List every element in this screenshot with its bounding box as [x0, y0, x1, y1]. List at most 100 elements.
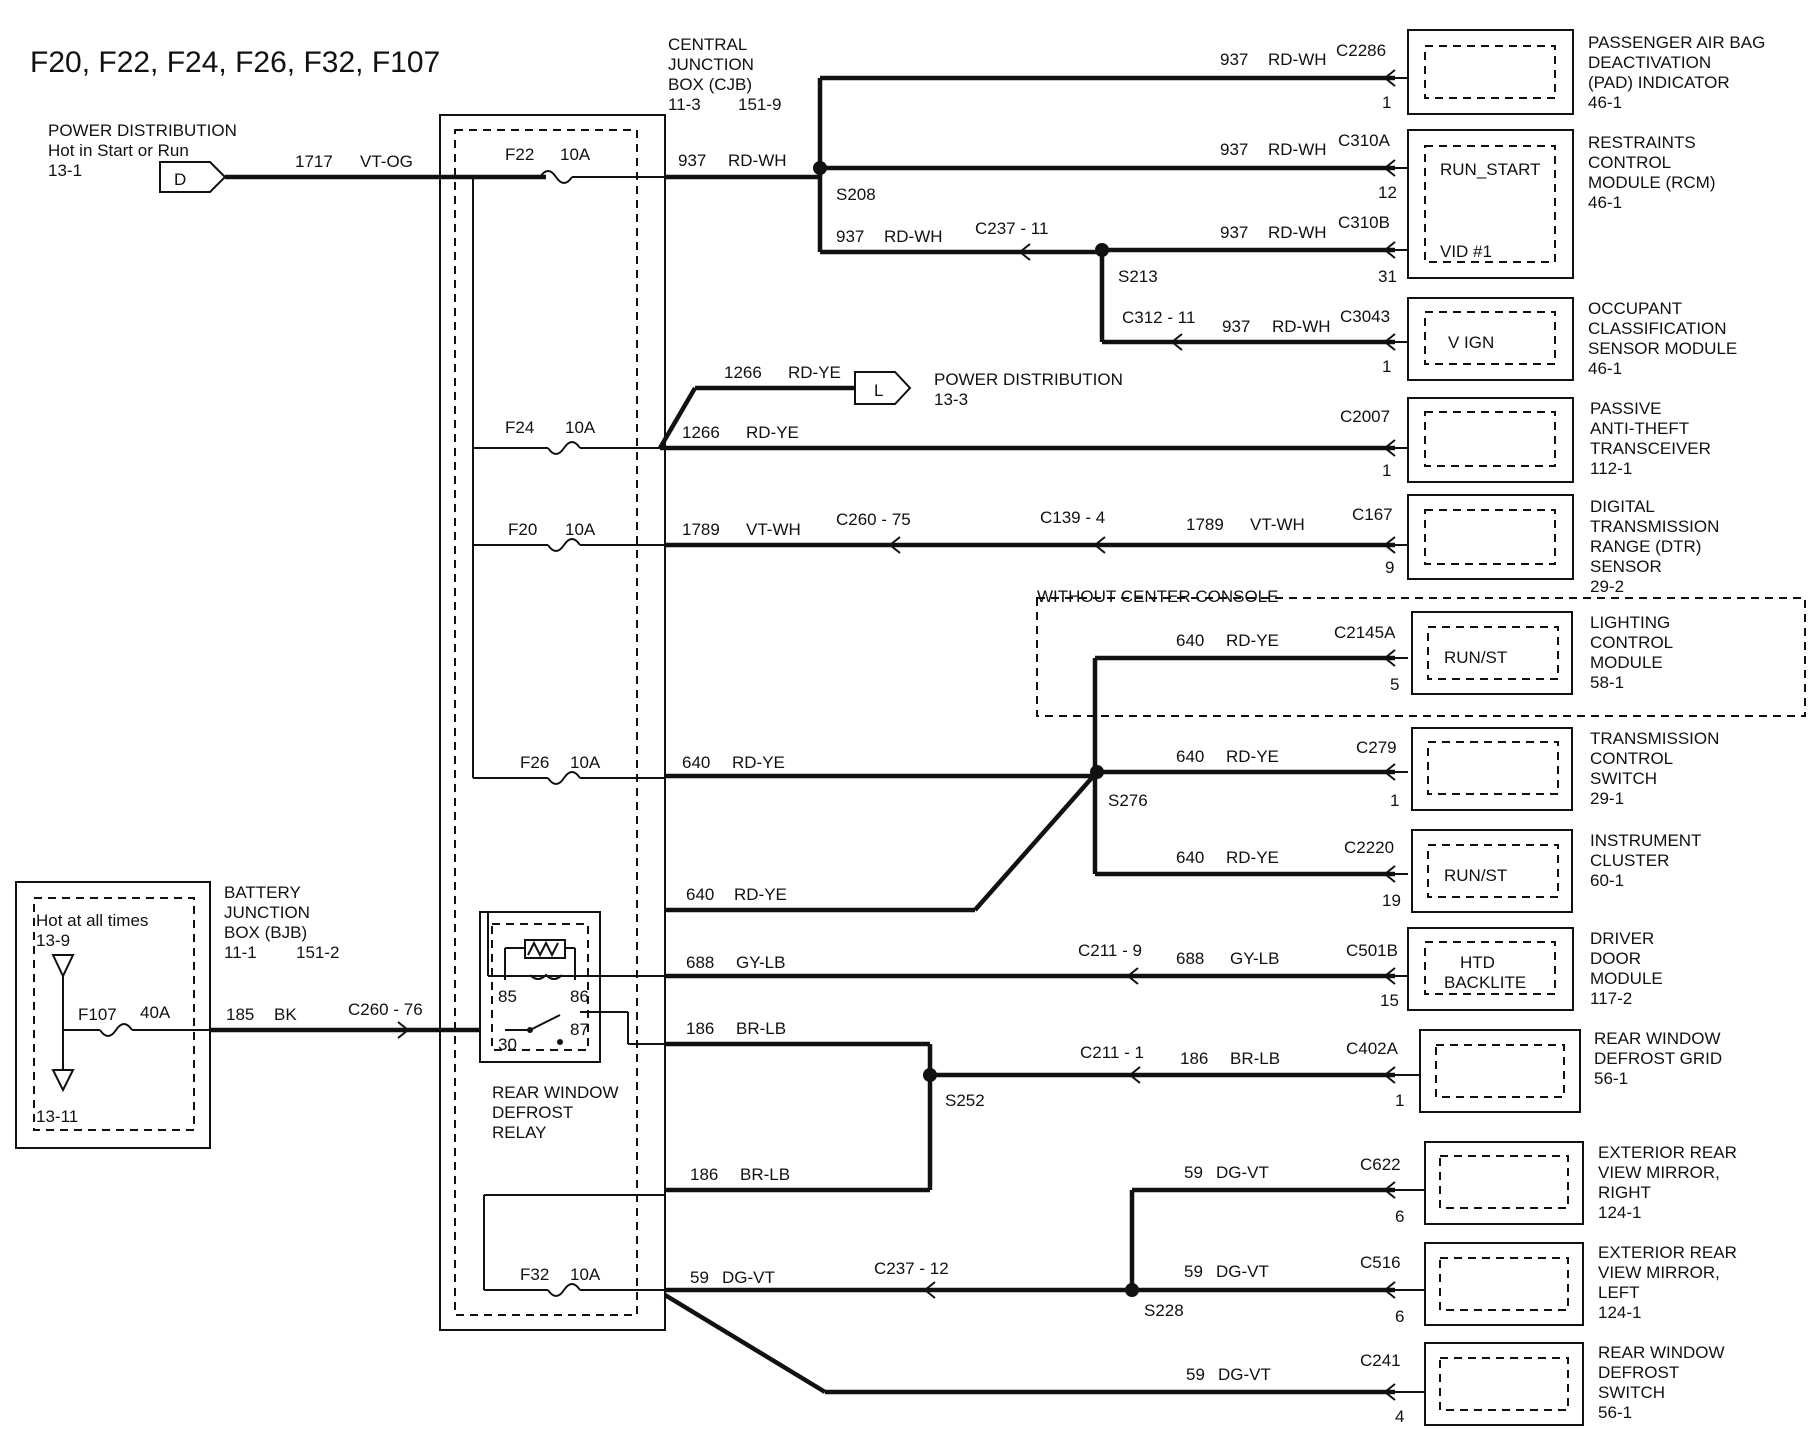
svg-text:RD-YE: RD-YE — [788, 363, 841, 382]
svg-text:C260 - 75: C260 - 75 — [836, 510, 911, 529]
rwdg-label: REAR WINDOW DEFROST GRID 56-1 — [1594, 1029, 1722, 1088]
svg-text:CONTROL: CONTROL — [1590, 633, 1673, 652]
splice-s213-label: S213 — [1118, 267, 1158, 286]
svg-text:HTD: HTD — [1460, 953, 1495, 972]
svg-text:C501B: C501B — [1346, 941, 1398, 960]
mirror-l-label: EXTERIOR REAR VIEW MIRROR, LEFT 124-1 — [1598, 1243, 1737, 1322]
ddm-label: DRIVER DOOR MODULE 117-2 — [1590, 929, 1663, 1008]
bjb-terminal-top — [51, 954, 75, 979]
svg-text:V IGN: V IGN — [1448, 333, 1494, 352]
fuse-f32-label: F32 — [520, 1265, 549, 1284]
svg-text:C402A: C402A — [1346, 1039, 1399, 1058]
svg-text:937: 937 — [1222, 317, 1250, 336]
svg-text:688: 688 — [1176, 949, 1204, 968]
svg-text:RD-WH: RD-WH — [1268, 140, 1327, 159]
svg-text:937: 937 — [678, 151, 706, 170]
mirror-r-label: EXTERIOR REAR VIEW MIRROR, RIGHT 124-1 — [1598, 1143, 1737, 1222]
device-lcm: RUN/ST — [1411, 611, 1573, 695]
device-rwds — [1424, 1342, 1584, 1426]
cjb-ref-2: 151-9 — [738, 95, 781, 114]
relay-outline — [479, 911, 601, 1063]
without-center-console-zone — [1036, 597, 1806, 717]
svg-text:DIGITAL: DIGITAL — [1590, 497, 1655, 516]
svg-text:5: 5 — [1390, 675, 1399, 694]
svg-text:59: 59 — [1184, 1262, 1203, 1281]
svg-text:REAR WINDOW: REAR WINDOW — [1598, 1343, 1725, 1362]
bjb-outline — [15, 881, 211, 1149]
connector-l-flag — [854, 371, 912, 405]
svg-text:29-2: 29-2 — [1590, 577, 1624, 596]
svg-text:DEACTIVATION: DEACTIVATION — [1588, 53, 1711, 72]
device-rcm: RUN_START VID #1 — [1407, 129, 1574, 279]
svg-text:9: 9 — [1385, 558, 1394, 577]
cjb-label-1: CENTRAL — [668, 35, 747, 54]
svg-text:RD-YE: RD-YE — [1226, 747, 1279, 766]
ic-label: INSTRUMENT CLUSTER 60-1 — [1590, 831, 1701, 890]
splice-s276-label: S276 — [1108, 791, 1148, 810]
svg-text:C310B: C310B — [1338, 213, 1390, 232]
fuse-f107-label: F107 — [78, 1005, 117, 1024]
svg-text:C237 - 11: C237 - 11 — [975, 219, 1048, 238]
svg-text:SWITCH: SWITCH — [1590, 769, 1657, 788]
splice-s252-label: S252 — [945, 1091, 985, 1110]
bjb-label-1: BATTERY — [224, 883, 301, 902]
relay-pin-87: 87 — [570, 1020, 589, 1039]
wire-185-connector: C260 - 76 — [348, 1000, 423, 1019]
svg-text:640: 640 — [1176, 631, 1204, 650]
bjb-ref-top: 13-9 — [36, 931, 70, 950]
tcs-label: TRANSMISSION CONTROL SWITCH 29-1 — [1590, 729, 1719, 808]
bjb-terminal-bottom — [51, 1069, 75, 1093]
device-mirror-l — [1424, 1242, 1584, 1326]
pats-label: PASSIVE ANTI-THEFT TRANSCEIVER 112-1 — [1590, 399, 1711, 478]
power-dist-ref: 13-1 — [48, 161, 82, 180]
svg-text:INSTRUMENT: INSTRUMENT — [1590, 831, 1701, 850]
svg-text:1: 1 — [1382, 461, 1391, 480]
svg-text:60-1: 60-1 — [1590, 871, 1624, 890]
fuse-f32-symbol — [547, 1283, 581, 1297]
cjb-ref-1: 11-3 — [668, 95, 701, 114]
svg-text:186: 186 — [690, 1165, 718, 1184]
wire-1717-color: VT-OG — [360, 152, 413, 171]
lcm-label: LIGHTING CONTROL MODULE 58-1 — [1590, 613, 1673, 692]
fuse-f32-rating: 10A — [570, 1265, 601, 1284]
svg-text:1: 1 — [1382, 357, 1391, 376]
device-tcs — [1411, 727, 1573, 811]
power-dist-l-label: POWER DISTRIBUTION — [934, 370, 1123, 389]
svg-text:RD-YE: RD-YE — [1226, 631, 1279, 650]
svg-text:DOOR: DOOR — [1590, 949, 1641, 968]
fuse-f22-label: F22 — [505, 145, 534, 164]
svg-text:RUN/ST: RUN/ST — [1444, 648, 1507, 667]
svg-text:640: 640 — [686, 885, 714, 904]
wire-185-color: BK — [274, 1005, 297, 1024]
svg-text:937: 937 — [836, 227, 864, 246]
device-ocs: V IGN — [1407, 297, 1574, 381]
rwds-label: REAR WINDOW DEFROST SWITCH 56-1 — [1598, 1343, 1725, 1422]
fuse-f24-rating: 10A — [565, 418, 596, 437]
svg-text:CONTROL: CONTROL — [1590, 749, 1673, 768]
svg-text:RANGE (DTR): RANGE (DTR) — [1590, 537, 1701, 556]
svg-text:GY-LB: GY-LB — [1230, 949, 1279, 968]
power-dist-sub: Hot in Start or Run — [48, 141, 189, 160]
svg-text:1789: 1789 — [682, 520, 720, 539]
bjb-ref-2: 151-2 — [296, 943, 339, 962]
svg-text:RD-YE: RD-YE — [732, 753, 785, 772]
svg-text:4: 4 — [1395, 1407, 1404, 1426]
svg-text:6: 6 — [1395, 1307, 1404, 1326]
svg-text:RD-YE: RD-YE — [1226, 848, 1279, 867]
svg-text:C139 - 4: C139 - 4 — [1040, 508, 1105, 527]
svg-text:6: 6 — [1395, 1207, 1404, 1226]
svg-text:SENSOR MODULE: SENSOR MODULE — [1588, 339, 1737, 358]
svg-text:1266: 1266 — [682, 423, 720, 442]
svg-text:186: 186 — [686, 1019, 714, 1038]
svg-text:1789: 1789 — [1186, 515, 1224, 534]
svg-text:C312 - 11: C312 - 11 — [1122, 308, 1195, 327]
fuse-f107-symbol — [99, 1023, 133, 1037]
without-center-console-label: WITHOUT CENTER CONSOLE — [1037, 587, 1278, 606]
svg-text:BR-LB: BR-LB — [736, 1019, 786, 1038]
svg-text:TRANSCEIVER: TRANSCEIVER — [1590, 439, 1711, 458]
fuse-f20-rating: 10A — [565, 520, 596, 539]
svg-text:C2220: C2220 — [1344, 838, 1394, 857]
svg-text:C241: C241 — [1360, 1351, 1401, 1370]
device-ic: RUN/ST — [1411, 829, 1573, 913]
